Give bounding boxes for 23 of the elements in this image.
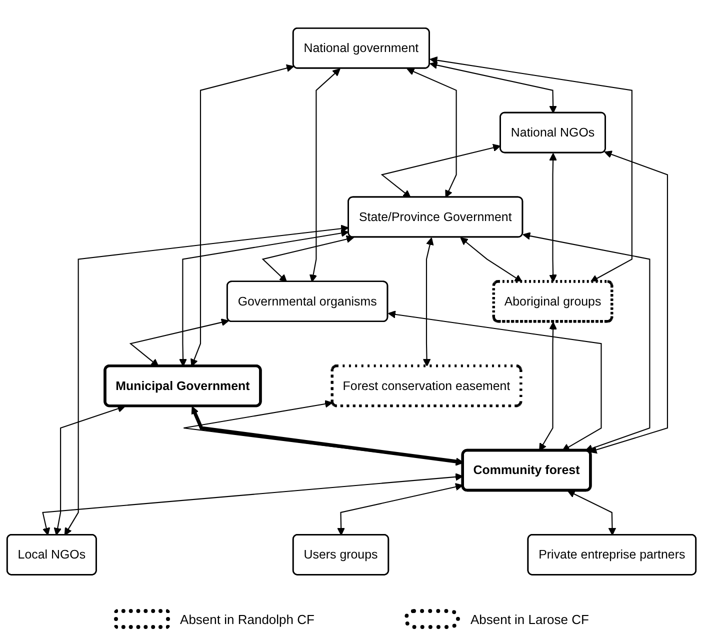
arrow — [190, 64, 294, 367]
legend-text: Absent in Larose CF — [470, 612, 589, 626]
arrow — [567, 490, 616, 536]
arrow — [406, 68, 457, 198]
arrow — [430, 56, 632, 282]
arrow — [522, 232, 650, 452]
arrow — [309, 68, 340, 282]
arrow — [42, 473, 464, 536]
arrow — [64, 224, 349, 536]
arrow — [589, 150, 668, 454]
arrow — [380, 144, 501, 198]
arrow — [430, 61, 557, 114]
arrow — [337, 483, 464, 536]
arrow — [129, 318, 230, 367]
arrow — [539, 322, 557, 452]
arrow — [460, 237, 522, 282]
arrow — [54, 405, 126, 536]
legend-text: Absent in Randolph CF — [180, 612, 314, 626]
arrow — [179, 229, 349, 367]
arrow — [262, 235, 354, 282]
arrow — [422, 238, 434, 367]
arrow — [388, 310, 602, 452]
arrow — [549, 153, 557, 282]
